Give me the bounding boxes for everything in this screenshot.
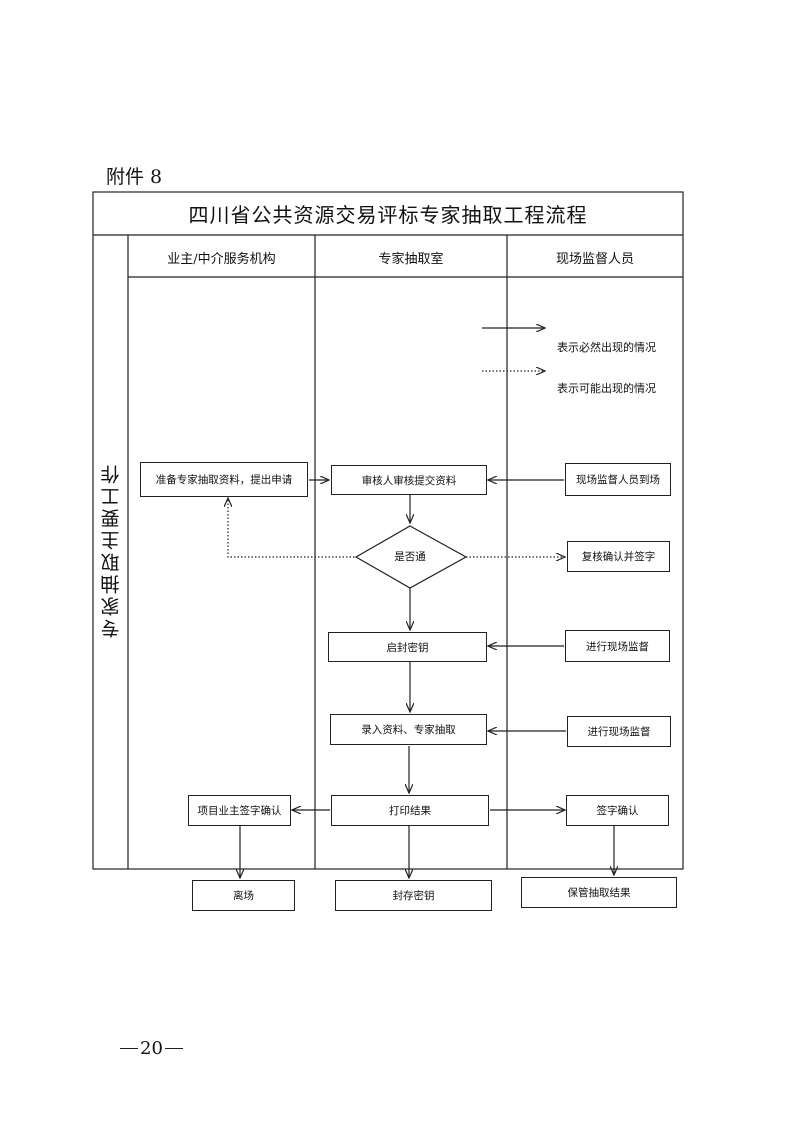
node-prepare-application: 准备专家抽取资料，提出申请	[140, 462, 308, 497]
lane-header-supervisor: 现场监督人员	[555, 251, 634, 267]
legend-dotted-label: 表示可能出现的情况	[557, 382, 656, 395]
node-supervisor-arrive: 现场监督人员到场	[565, 463, 671, 496]
attachment-label: 附件 8	[106, 166, 163, 188]
flow-title: 四川省公共资源交易评标专家抽取工程流程	[188, 203, 588, 227]
node-decision-label: 是否通	[394, 551, 426, 563]
legend-solid-label: 表示必然出现的情况	[557, 341, 656, 354]
page-number-dash-left	[120, 1048, 138, 1049]
node-print-result: 打印结果	[331, 795, 489, 826]
arrow-decision-prepare	[228, 498, 358, 558]
decision-diamond	[354, 525, 468, 589]
page-number-dash-right	[164, 1048, 183, 1049]
side-label: 专家抽取主要工作	[100, 462, 123, 638]
node-leave: 离场	[192, 880, 295, 911]
node-input-extract: 录入资料、专家抽取	[330, 714, 487, 745]
node-seal-key: 封存密钥	[335, 880, 492, 911]
node-sign-confirm: 签字确认	[566, 795, 669, 826]
node-supervise-1: 进行现场监督	[565, 630, 670, 662]
node-unseal-key: 启封密钥	[328, 632, 487, 662]
node-recheck-sign: 复核确认并签字	[567, 541, 670, 572]
node-owner-sign: 项目业主签字确认	[188, 795, 291, 826]
node-keep-result: 保管抽取结果	[521, 877, 677, 908]
page-number: 20	[120, 1038, 183, 1059]
outer-frame	[92, 191, 684, 870]
lane-header-owner: 业主/中介服务机构	[167, 251, 276, 267]
node-review-materials: 审核人审核提交资料	[331, 465, 487, 495]
node-supervise-2: 进行现场监督	[567, 716, 671, 747]
page-number-value: 20	[140, 1038, 163, 1059]
lane-header-extraction-room: 专家抽取室	[378, 251, 444, 267]
